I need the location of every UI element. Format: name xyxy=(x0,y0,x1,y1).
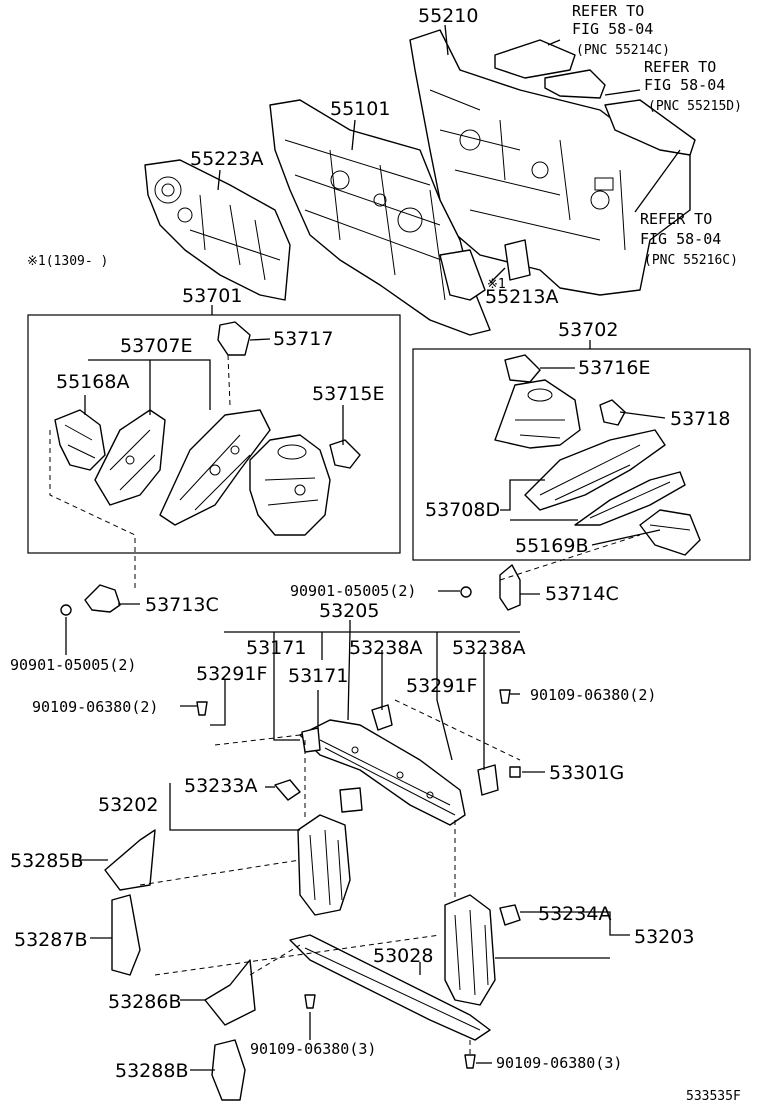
ref3-line2: FIG 58-04 xyxy=(640,230,721,248)
label-53291F-b: 53291F xyxy=(406,675,477,697)
dash-panel-55101 xyxy=(269,99,491,336)
label-90109-06380-a: 90109-06380(2) xyxy=(32,698,158,716)
assembly-box-53701 xyxy=(27,314,401,554)
dashed-assembly-lines xyxy=(49,354,641,1055)
label-53202: 53202 xyxy=(98,794,158,816)
label-53718: 53718 xyxy=(670,408,730,430)
label-53171-b: 53171 xyxy=(288,665,348,687)
label-53028: 53028 xyxy=(373,945,433,967)
clip-nut-90901 xyxy=(60,586,472,616)
ref1-line1: REFER TO xyxy=(572,2,644,20)
seal-parts-left xyxy=(104,829,256,1101)
assembly-box-53702 xyxy=(412,348,751,561)
label-53701: 53701 xyxy=(182,285,242,307)
ref1-line2: FIG 58-04 xyxy=(572,20,653,38)
clip-53714C xyxy=(499,564,521,611)
label-53287B: 53287B xyxy=(14,929,87,951)
label-55169B: 55169B xyxy=(515,535,588,557)
bolt-90109-lower xyxy=(304,994,476,1069)
label-55223A: 55223A xyxy=(190,148,263,170)
label-53717: 53717 xyxy=(273,328,333,350)
ref2-line2: FIG 58-04 xyxy=(644,76,725,94)
figure-code: 533535F xyxy=(686,1089,741,1104)
label-53301G: 53301G xyxy=(549,762,624,784)
label-53286B: 53286B xyxy=(108,991,181,1013)
label-53716E: 53716E xyxy=(578,357,650,379)
front-apron-parts-left xyxy=(54,321,361,536)
label-90109-06380-b: 90109-06380(2) xyxy=(530,686,656,704)
label-90901-05005-b: 90901-05005(2) xyxy=(10,656,136,674)
dash-panel-insulator-55223A xyxy=(144,159,291,301)
ref3-line1: REFER TO xyxy=(640,210,712,228)
label-55213A: 55213A xyxy=(485,286,558,308)
label-53171-a: 53171 xyxy=(246,637,306,659)
label-55101: 55101 xyxy=(330,98,390,120)
label-53707E: 53707E xyxy=(120,335,192,357)
label-55210: 55210 xyxy=(418,5,478,27)
label-53713C: 53713C xyxy=(145,594,219,616)
label-53238A-a: 53238A xyxy=(349,637,422,659)
reference-parts-fig-58-04 xyxy=(494,39,696,281)
label-53238A-b: 53238A xyxy=(452,637,525,659)
ref2-line1: REFER TO xyxy=(644,58,716,76)
label-53288B: 53288B xyxy=(115,1060,188,1082)
ref2-line3: (PNC 55215D) xyxy=(648,99,742,114)
part-labels: 55210 55101 55223A ※1(1309- ) ※1 55213A … xyxy=(10,2,742,1104)
label-53291F-a: 53291F xyxy=(196,663,267,685)
label-55168A: 55168A xyxy=(56,371,129,393)
label-90109-06380-d: 90109-06380(3) xyxy=(496,1054,622,1072)
label-mark-55213: ※1 xyxy=(487,277,506,292)
radiator-side-support-53202 xyxy=(297,814,351,916)
label-note-1309: ※1(1309- ) xyxy=(27,254,108,269)
front-apron-parts-right xyxy=(494,354,701,556)
radiator-support-lower-53028 xyxy=(289,934,491,1041)
leader-lines xyxy=(65,24,681,1071)
label-53233A: 53233A xyxy=(184,775,257,797)
radiator-side-support-53203 xyxy=(444,894,521,1006)
label-53234A: 53234A xyxy=(538,903,611,925)
label-53708D: 53708D xyxy=(425,499,500,521)
label-90109-06380-c: 90109-06380(3) xyxy=(250,1040,376,1058)
label-53205: 53205 xyxy=(319,600,379,622)
label-53715E: 53715E xyxy=(312,383,384,405)
clip-53713C xyxy=(84,584,121,613)
ref3-line3: (PNC 55216C) xyxy=(644,253,738,268)
label-53285B: 53285B xyxy=(10,850,83,872)
label-53702: 53702 xyxy=(558,319,618,341)
radiator-support-upper-53205 xyxy=(196,689,521,826)
label-53714C: 53714C xyxy=(545,583,619,605)
ref1-line3: (PNC 55214C) xyxy=(576,43,670,58)
label-90901-05005-a: 90901-05005(2) xyxy=(290,582,416,600)
label-53203: 53203 xyxy=(634,926,694,948)
